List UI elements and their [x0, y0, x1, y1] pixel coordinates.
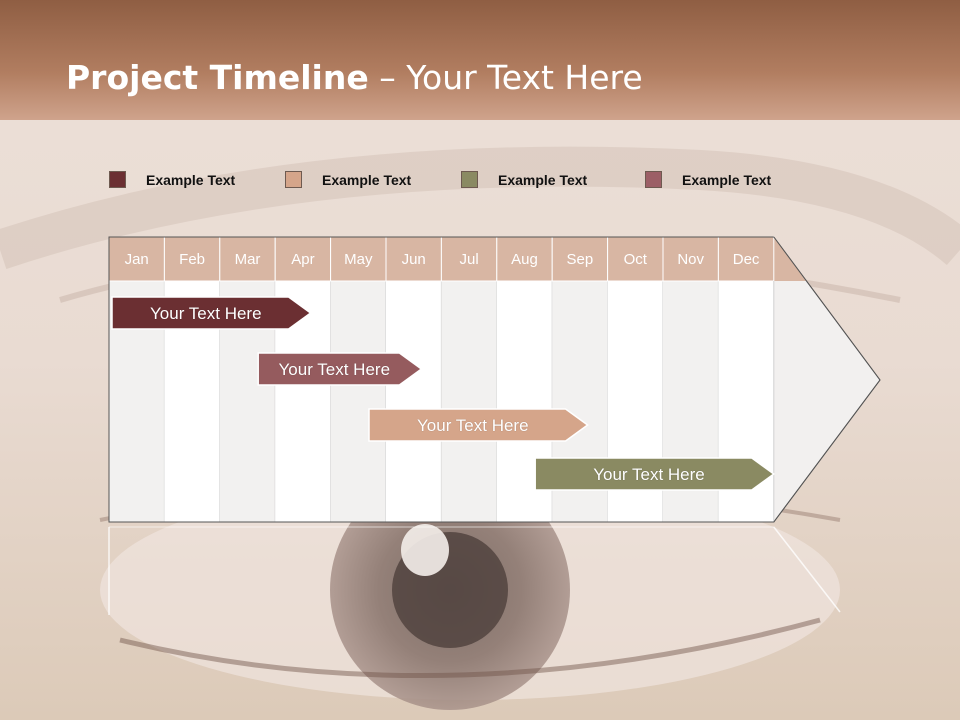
legend-label: Example Text	[682, 172, 772, 188]
title-separator: –	[368, 58, 407, 97]
month-label: Aug	[511, 251, 538, 268]
legend-swatch	[461, 171, 478, 188]
task-bar	[257, 352, 423, 386]
task-bar	[111, 296, 312, 330]
month-label: Jan	[125, 251, 149, 268]
month-label: Apr	[291, 251, 314, 268]
month-column	[441, 281, 497, 522]
month-header-cell	[496, 236, 553, 282]
reflection-line-right	[773, 526, 841, 613]
page-title: Project Timeline – Your Text Here	[66, 58, 643, 97]
legend-label: Example Text	[322, 172, 412, 188]
timeline-arrow-outline	[108, 236, 881, 523]
month-header-cell	[662, 236, 719, 282]
month-label: Mar	[235, 251, 261, 268]
month-column	[330, 281, 386, 522]
legend-swatch	[109, 171, 126, 188]
month-label: Nov	[677, 251, 704, 268]
title-subtitle: Your Text Here	[406, 58, 643, 97]
month-label: May	[344, 251, 373, 268]
month-header-cell	[440, 236, 498, 282]
task-bar	[368, 408, 589, 442]
legend-label: Example Text	[146, 172, 236, 188]
month-label: Oct	[624, 251, 648, 268]
title-band	[0, 0, 960, 120]
month-header-cell	[274, 236, 332, 282]
task-label: Your Text Here	[150, 304, 262, 323]
month-label: Feb	[179, 251, 205, 268]
task-label: Your Text Here	[417, 416, 529, 435]
month-label: Jul	[460, 251, 479, 268]
legend-swatch	[285, 171, 302, 188]
month-label: Sep	[567, 251, 594, 268]
legend-swatch	[645, 171, 662, 188]
month-header-cell	[607, 236, 664, 282]
month-label: Dec	[733, 251, 760, 268]
task-bar	[534, 457, 776, 491]
month-header-cell	[330, 236, 387, 282]
legend-label: Example Text	[498, 172, 588, 188]
month-header-cell	[385, 236, 442, 282]
title-main: Project Timeline	[66, 58, 369, 97]
task-label: Your Text Here	[593, 465, 705, 484]
month-header-cell	[108, 236, 165, 282]
month-label: Jun	[402, 251, 426, 268]
month-column	[386, 281, 442, 522]
task-label: Your Text Here	[278, 360, 391, 379]
